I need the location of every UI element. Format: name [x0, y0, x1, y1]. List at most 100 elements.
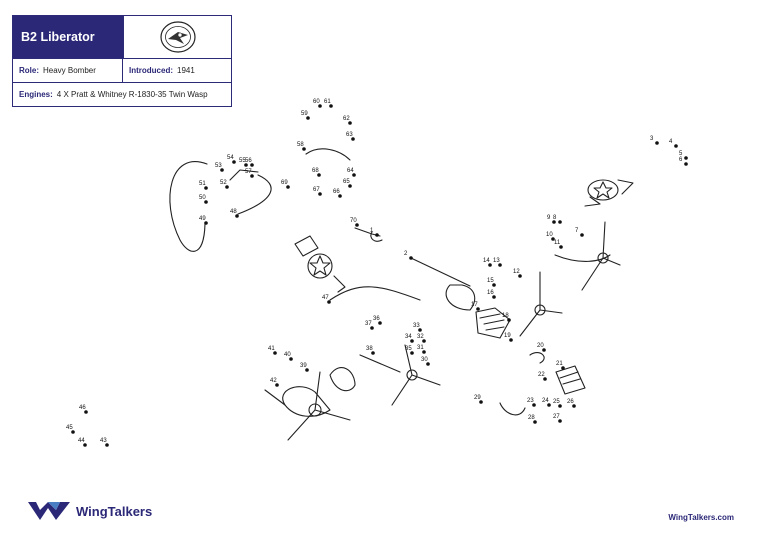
- dot-25: [558, 404, 562, 408]
- dot-68: [317, 173, 321, 177]
- dot-60: [318, 104, 322, 108]
- dot-52: [225, 185, 229, 189]
- dot-label-36: 36: [373, 316, 380, 322]
- dot-65: [348, 184, 352, 188]
- dot-label-57: 57: [245, 169, 252, 175]
- dot-58: [302, 147, 306, 151]
- dot-59: [306, 116, 310, 120]
- brand-url[interactable]: WingTalkers.com: [668, 513, 734, 522]
- dot-32: [422, 339, 426, 343]
- dot-label-9: 9: [547, 215, 551, 221]
- dot-label-62: 62: [343, 116, 350, 122]
- dot-22: [543, 377, 547, 381]
- star-insignia-right: [584, 179, 634, 207]
- dot-26: [572, 404, 576, 408]
- dot-label-12: 12: [513, 269, 520, 275]
- dot-24: [547, 403, 551, 407]
- dot-46: [84, 410, 88, 414]
- dot-9: [552, 220, 556, 224]
- dot-11: [559, 245, 563, 249]
- dot-17: [476, 307, 480, 311]
- dot-label-28: 28: [528, 415, 535, 421]
- dot-label-20: 20: [537, 343, 544, 349]
- dot-41: [273, 351, 277, 355]
- dot-38: [371, 351, 375, 355]
- propeller-1: [287, 371, 351, 441]
- dot-57: [250, 174, 254, 178]
- star-insignia-left: [294, 235, 346, 293]
- dot-29: [479, 400, 483, 404]
- dot-37: [370, 326, 374, 330]
- dot-30: [426, 362, 430, 366]
- dot-label-17: 17: [471, 302, 478, 308]
- dot-label-53: 53: [215, 163, 222, 169]
- dot-label-56: 56: [245, 158, 252, 164]
- dot-44: [83, 443, 87, 447]
- dot-label-15: 15: [487, 278, 494, 284]
- dot-label-11: 11: [554, 240, 561, 246]
- dot-label-40: 40: [284, 352, 291, 358]
- dot-45: [71, 430, 75, 434]
- dot-15: [492, 283, 496, 287]
- dot-63: [351, 137, 355, 141]
- dot-28: [533, 420, 537, 424]
- dot-34: [410, 339, 414, 343]
- aircraft-info-card: B2 Liberator Role: Heavy Bomber Introduc…: [12, 15, 232, 107]
- role-cell: Role: Heavy Bomber: [13, 59, 122, 82]
- dot-label-68: 68: [312, 168, 319, 174]
- dot-label-26: 26: [567, 399, 574, 405]
- dot-67: [318, 192, 322, 196]
- dot-label-55: 55: [239, 158, 246, 164]
- dot-69: [286, 185, 290, 189]
- dot-50: [204, 200, 208, 204]
- propeller-4: [581, 221, 621, 291]
- dot-62: [348, 121, 352, 125]
- dot-23: [532, 403, 536, 407]
- dot-54: [232, 160, 236, 164]
- dot-label-43: 43: [100, 438, 107, 444]
- dot-5: [684, 156, 688, 160]
- dot-label-37: 37: [365, 321, 372, 327]
- dot-label-5: 5: [679, 151, 683, 157]
- dot-label-2: 2: [404, 251, 408, 257]
- dot-21: [561, 366, 565, 370]
- dot-label-34: 34: [405, 334, 412, 340]
- dot-label-48: 48: [230, 209, 237, 215]
- dot-label-45: 45: [66, 425, 73, 431]
- dot-36: [378, 321, 382, 325]
- dot-label-38: 38: [366, 346, 373, 352]
- dot-2: [409, 256, 413, 260]
- dot-label-31: 31: [417, 345, 424, 351]
- dot-label-50: 50: [199, 195, 206, 201]
- dot-label-27: 27: [553, 414, 560, 420]
- dot-1: [375, 233, 379, 237]
- dot-55: [244, 163, 248, 167]
- dot-label-4: 4: [669, 139, 673, 145]
- dot-20: [542, 348, 546, 352]
- dot-19: [509, 338, 513, 342]
- introduced-cell: Introduced: 1941: [122, 59, 231, 82]
- dot-label-51: 51: [199, 181, 206, 187]
- dot-label-16: 16: [487, 290, 494, 296]
- dot-47: [327, 300, 331, 304]
- engines-label: Engines:: [19, 90, 53, 99]
- dot-48: [235, 214, 239, 218]
- dot-61: [329, 104, 333, 108]
- engines-value: 4 X Pratt & Whitney R-1830-35 Twin Wasp: [56, 90, 208, 99]
- dot-label-49: 49: [199, 216, 206, 222]
- dot-label-3: 3: [650, 136, 654, 142]
- dot-33: [418, 328, 422, 332]
- dot-31: [422, 350, 426, 354]
- emblem-cell: [123, 16, 231, 58]
- dot-label-61: 61: [324, 99, 331, 105]
- propeller-2: [391, 344, 441, 406]
- squadron-emblem-icon: [159, 21, 196, 53]
- dot-label-1: 1: [370, 228, 374, 234]
- dot-12: [518, 274, 522, 278]
- dot-40: [289, 357, 293, 361]
- dot-3: [655, 141, 659, 145]
- role-value: Heavy Bomber: [43, 66, 96, 75]
- dot-label-35: 35: [405, 346, 412, 352]
- dot-label-7: 7: [575, 228, 579, 234]
